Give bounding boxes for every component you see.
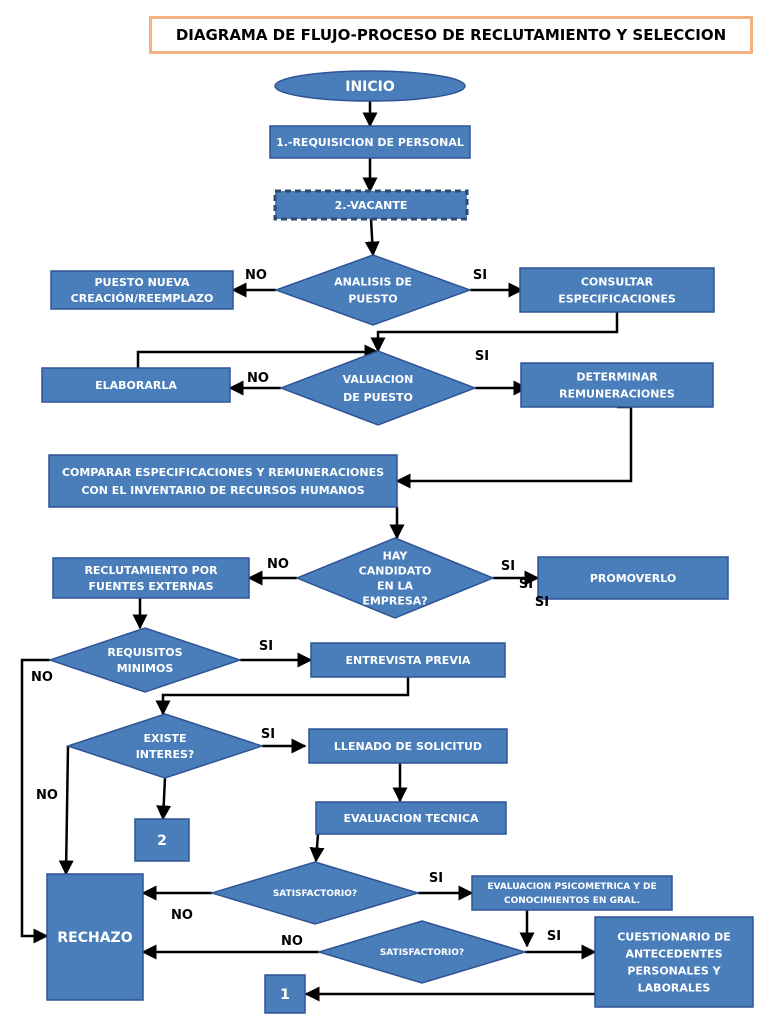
node-analisis: ANALISIS DE PUESTO [273,254,473,326]
node-label: CONOCIMIENTOS EN GRAL. [504,896,640,906]
connector-11 [136,344,380,368]
node-reclutamiento: RECLUTAMIENTO POR FUENTES EXTERNAS [52,557,250,599]
node-entrevista: ENTREVISTA PREVIA [310,642,506,678]
node-label: ANALISIS DE [334,275,412,288]
node-vacante: 2.-VACANTE [273,189,469,221]
node-label: MINIMOS [117,662,174,675]
node-label: LLENADO DE SOLICITUD [334,740,482,753]
node-label: EVALUACION PSICOMETRICA Y DE [487,882,656,892]
node-label: SATISFACTORIO? [273,889,357,899]
edge-label-si1: SI [473,268,487,283]
node-rechazo: RECHAZO [46,873,144,1001]
node-uno: 1 [264,974,306,1014]
edge-label-si3c: SI [535,595,549,610]
connector-27 [20,658,50,944]
node-evaluacion-psico: EVALUACION PSICOMETRICA Y DE CONOCIMIENTO… [471,875,673,911]
node-comparar: COMPARAR ESPECIFICACIONES Y REMUNERACION… [48,454,398,508]
connector-9 [395,405,633,489]
edge-label-si2: SI [475,349,489,364]
node-evaluacion-tecnica: EVALUACION TECNICA [315,801,507,835]
node-label: PUESTO [348,292,397,305]
node-elaborarla: ELABORARLA [41,367,231,403]
node-inicio: INICIO [274,70,466,102]
node-valuacion: VALUACION DE PUESTO [278,350,478,426]
connector-28 [58,745,74,876]
node-label: DETERMINAR [576,370,658,383]
node-label: REMUNERACIONES [559,387,675,400]
node-hay-candidato: HAY CANDIDATO EN LA EMPRESA? [295,537,495,619]
node-label: PROMOVERLO [590,572,676,585]
edge-label-si4: SI [259,639,273,654]
node-label: PERSONALES Y [627,964,721,977]
node-label: INTERES? [136,748,195,761]
edge-label-no4: NO [31,670,53,685]
node-requisicion: 1.-REQUISICION DE PERSONAL [269,125,471,159]
node-cuestionario: CUESTIONARIO DE ANTECEDENTES PERSONALES Y L… [594,916,754,1008]
edge-label-no6: NO [171,908,193,923]
edge-label-no7: NO [281,934,303,949]
connector-20 [309,833,325,863]
node-label: ENTREVISTA PREVIA [346,654,471,667]
node-label: CON EL INVENTARIO DE RECURSOS HUMANOS [81,484,364,497]
edge-label-no2: NO [247,371,269,386]
node-determinar: DETERMINAR REMUNERACIONES [520,362,714,408]
edge-label-si3a: SI [501,559,515,574]
node-label: ELABORARLA [95,379,177,392]
node-satisf2: SATISFACTORIO? [316,920,528,984]
node-label: 2.-VACANTE [335,199,408,212]
connector-16 [155,677,410,716]
edge-label-no1: NO [245,268,267,283]
node-existe: EXISTE INTERES? [65,713,265,779]
node-label: SATISFACTORIO? [380,948,464,958]
node-label: CANDIDATO [359,564,432,577]
node-label: INICIO [345,79,395,95]
node-label: EXISTE [143,732,186,745]
node-label: ESPECIFICACIONES [558,292,676,305]
connector-6 [370,312,619,353]
edge-label-si3b: SI [519,577,533,592]
node-label: RECHAZO [57,930,132,946]
connector-3 [364,218,380,257]
edge-label-si7: SI [547,929,561,944]
node-label: LABORALES [638,981,711,994]
node-promoverlo: PROMOVERLO [537,556,729,600]
node-label: HAY [383,549,409,562]
node-dos: 2 [134,818,190,862]
edge-label-no5: NO [36,788,58,803]
edge-label-si5: SI [261,727,275,742]
node-label: DE PUESTO [343,391,413,404]
node-label: COMPARAR ESPECIFICACIONES Y REMUNERACION… [62,466,384,479]
node-label: RECLUTAMIENTO POR [84,564,218,577]
node-label: EVALUACION TECNICA [343,812,479,825]
node-satisf1: SATISFACTORIO? [209,861,421,925]
node-label: PUESTO NUEVA [94,276,190,289]
diagram-title: DIAGRAMA DE FLUJO-PROCESO DE RECLUTAMIEN… [149,16,753,54]
node-requisitos: REQUISITOS MINIMOS [47,627,243,693]
node-puesto-nueva: PUESTO NUEVA CREACIÓN/REEMPLAZO [50,270,234,310]
node-label: CONSULTAR [581,275,654,288]
node-label: EN LA [377,579,414,592]
node-label: REQUISITOS [107,646,182,659]
node-label: FUENTES EXTERNAS [88,580,213,593]
node-label: 1.-REQUISICION DE PERSONAL [276,136,464,149]
node-llenado: LLENADO DE SOLICITUD [308,728,508,764]
edge-label-si6: SI [429,871,443,886]
node-label: EMPRESA? [362,594,427,607]
node-consultar: CONSULTAR ESPECIFICACIONES [519,267,715,313]
connector-19 [156,777,172,821]
node-label: 1 [280,987,290,1003]
edge-label-no3: NO [267,557,289,572]
node-label: 2 [157,833,167,849]
node-label: ANTECEDENTES [625,947,722,960]
node-label: VALUACION [343,373,414,386]
node-label: CUESTIONARIO DE [617,930,731,943]
node-label: CREACIÓN/REEMPLAZO [71,292,214,305]
